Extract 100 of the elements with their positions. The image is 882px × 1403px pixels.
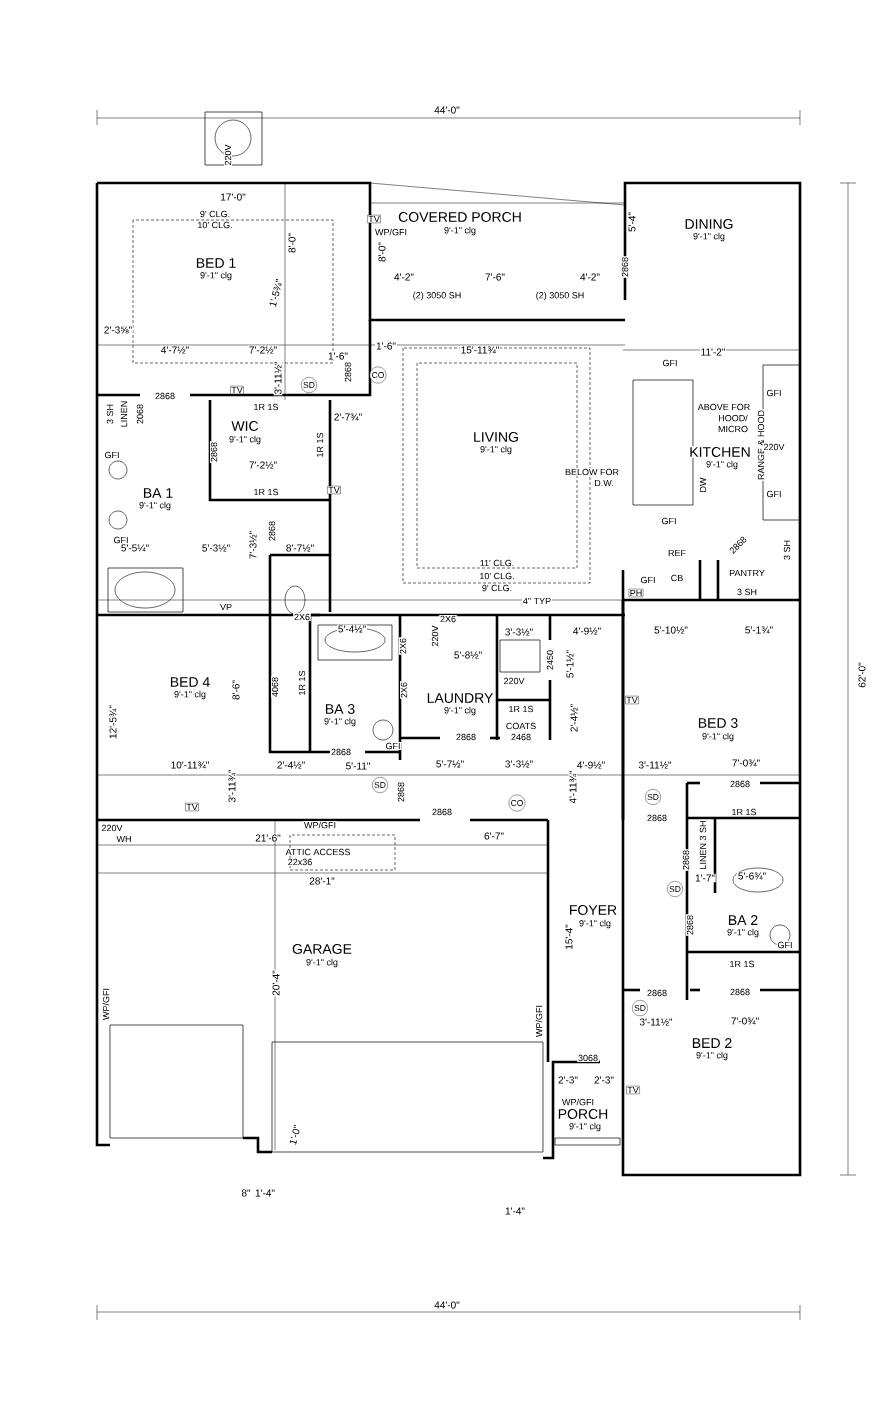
dimension-label: 5'-1½" xyxy=(565,649,575,679)
dimension-label: 5'-6¾" xyxy=(737,871,767,881)
dimension-label: 10'-11¾" xyxy=(169,760,211,770)
note-label: 1R 1S xyxy=(730,808,758,816)
dimension-label: 8'-7½" xyxy=(285,543,315,553)
note-label: GFI xyxy=(661,359,679,367)
dimension-label: 8'-0" xyxy=(377,241,387,263)
dimension-label: 8'-0" xyxy=(287,232,297,254)
dimension-label: 1'-7" xyxy=(694,873,716,883)
ceiling-height-label: 9'-1" clg xyxy=(701,732,735,742)
dimension-label: 3'-11½" xyxy=(638,1017,674,1027)
note-label: BELOW FOR xyxy=(564,468,620,476)
dimension-label: 62'-0" xyxy=(857,661,867,689)
dimension-label: 4'-11¾" xyxy=(568,769,578,805)
note-label: WP/GFI xyxy=(534,1004,544,1038)
dimension-label: 5'-11" xyxy=(344,761,372,771)
note-label: GFI xyxy=(112,536,130,544)
dimension-label: 4'-2" xyxy=(393,272,415,282)
dimension-label: 1'-5¾" xyxy=(267,277,285,309)
room-label: DINING xyxy=(683,218,735,230)
dimension-label: 5'-7½" xyxy=(435,759,465,769)
dimension-label: 4'-7½" xyxy=(160,345,190,355)
ceiling-height-label: 9'-1" clg xyxy=(692,232,726,242)
note-label: WP/GFI xyxy=(101,987,111,1021)
note-label: 2X6 xyxy=(400,681,408,699)
ceiling-height-label: 9'-1" clg xyxy=(138,501,172,511)
note-label: GFI xyxy=(639,576,657,584)
ceiling-height-label: 9'-1" clg xyxy=(568,1122,602,1132)
dimension-label: 7'-0¾" xyxy=(730,1016,760,1026)
note-label: LINEN xyxy=(120,399,128,429)
note-label: 9' CLG. xyxy=(481,584,513,592)
dimension-label: 7'-0¾" xyxy=(731,758,761,768)
note-label: 1R 1S xyxy=(298,669,306,697)
note-label: LINEN 3 SH xyxy=(699,819,707,871)
room-label: BED 1 xyxy=(194,257,238,269)
dimension-label: 2'-4½" xyxy=(276,760,306,770)
note-label: 2868 xyxy=(682,849,690,871)
note-label: 2868 xyxy=(646,989,668,997)
note-label: 2868 xyxy=(686,914,694,936)
room-label: BA 1 xyxy=(142,487,174,499)
note-label: MICRO xyxy=(717,425,749,433)
room-label: COVERED PORCH xyxy=(397,211,523,223)
note-label: GFI xyxy=(384,742,402,750)
ceiling-height-label: 9'-1" clg xyxy=(228,435,262,445)
note-label: D.W. xyxy=(593,479,615,487)
note-label: 2868 xyxy=(210,441,218,463)
note-label: 3 SH xyxy=(736,588,758,596)
note-label: DW xyxy=(699,476,707,494)
dimension-label: 7'-3½" xyxy=(248,530,258,560)
room-label: WIC xyxy=(230,420,260,432)
dimension-label: 5'-3½" xyxy=(201,543,231,553)
dimension-label: 1'-6" xyxy=(327,351,349,361)
dimension-label: 2'-3⅝" xyxy=(103,325,133,335)
note-label: 2868 xyxy=(646,814,668,822)
ceiling-height-label: 9'-1" clg xyxy=(199,271,233,281)
room-label: LIVING xyxy=(472,431,520,443)
room-label: PORCH xyxy=(556,1108,610,1120)
note-label: 220V xyxy=(502,677,526,685)
note-label: REF xyxy=(667,549,687,557)
note-label: 3 SH xyxy=(783,539,791,561)
dimension-label: 1'-4" xyxy=(504,1206,526,1216)
note-label: VP xyxy=(219,603,233,611)
note-label: ABOVE FOR xyxy=(696,403,752,411)
note-label: GFI xyxy=(776,941,794,949)
note-label: GFI xyxy=(103,451,121,459)
ceiling-height-label: 9'-1" clg xyxy=(443,706,477,716)
note-label: 220V xyxy=(100,824,124,832)
note-label: HOOD/ xyxy=(717,413,749,423)
dimension-label: 2'-4½" xyxy=(569,703,579,733)
note-label: 1R 1S xyxy=(252,488,280,496)
dimension-label: 21'-6" xyxy=(254,833,282,843)
dimension-label: 2'-3" xyxy=(557,1075,579,1085)
note-label: 4" TYP xyxy=(522,597,552,605)
note-label: 2450 xyxy=(546,649,554,671)
note-label: 2X6 xyxy=(399,637,407,655)
ceiling-height-label: 9'-1" clg xyxy=(479,445,513,455)
ceiling-height-label: 9'-1" clg xyxy=(578,919,612,929)
note-label: 2868 xyxy=(268,520,276,542)
dimension-label: 7'-2½" xyxy=(248,460,278,470)
dimension-label: 1'-4" xyxy=(254,1188,276,1198)
note-label: 2868 xyxy=(621,256,629,278)
dimension-label: 3'-3½" xyxy=(504,627,534,637)
dimension-label: 3'-11½" xyxy=(637,760,673,770)
note-label: 2868 xyxy=(729,780,751,788)
note-label: CB xyxy=(669,574,685,582)
note-label: 3 SH xyxy=(106,403,114,425)
note-label: 2X6 xyxy=(439,615,457,623)
note-label: 2868 xyxy=(431,808,453,816)
dimension-label: 28'-1" xyxy=(308,876,336,886)
note-label: 9' CLG. xyxy=(199,210,231,218)
note-label: 22x36 xyxy=(286,858,314,866)
dimension-label: 3'-11½" xyxy=(273,360,283,396)
note-label: WP/GFI xyxy=(303,820,337,830)
dimension-label: 6'-7" xyxy=(483,831,505,841)
note-label: 10' CLG. xyxy=(478,572,516,580)
room-label: BED 3 xyxy=(696,717,740,729)
note-label: 1R 1S xyxy=(728,960,756,968)
note-label: GFI xyxy=(660,517,678,525)
note-label: 220V xyxy=(224,143,232,167)
note-label: GFI xyxy=(765,389,783,397)
